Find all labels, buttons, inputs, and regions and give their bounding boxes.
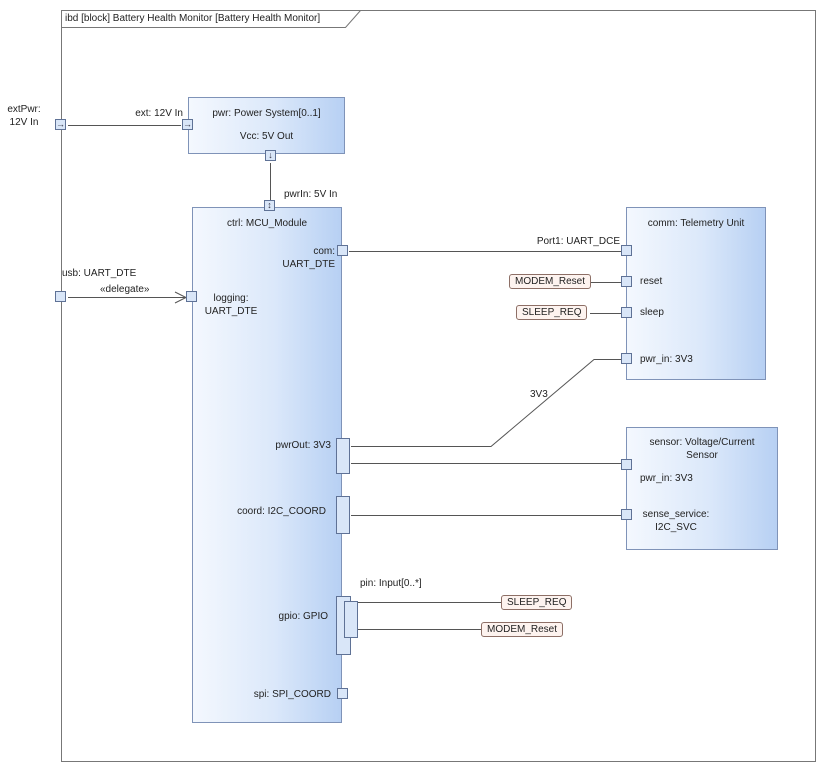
arrow-right-icon: →: [56, 119, 65, 129]
bidirectional-arrow-icon: ↕: [267, 200, 272, 210]
power-system-title: pwr: Power System[0..1]: [212, 108, 321, 119]
telemetry-reset-port[interactable]: [621, 276, 632, 287]
power-system-vcc-label: Vcc: 5V Out: [239, 131, 294, 142]
mcu-pin-label: pin: Input[0..*]: [360, 578, 422, 589]
frame-title-tab: [61, 10, 361, 28]
mcu-pwrin-port[interactable]: [264, 200, 275, 211]
sensor-sense-label-2: I2C_SVC: [655, 522, 697, 533]
modem-reset-signal-gpio[interactable]: MODEM_Reset: [481, 622, 564, 637]
telemetry-port1-label: Port1: UART_DCE: [536, 236, 620, 247]
power-vcc-port[interactable]: [265, 150, 276, 161]
sleep-req-signal-gpio[interactable]: SLEEP_REQ: [501, 595, 573, 610]
mcu-title: ctrl: MCU_Module: [226, 218, 308, 229]
mcu-coord-label: coord: I2C_COORD: [237, 506, 326, 517]
mcu-com-label-2: UART_DTE: [282, 259, 335, 270]
sensor-title-1: sensor: Voltage/Current: [649, 437, 755, 448]
mcu-pwrout-port[interactable]: [336, 438, 350, 474]
mcu-logging-label-1: logging:: [213, 293, 249, 304]
mcu-logging-label-2: UART_DTE: [204, 306, 258, 317]
mcu-com-label-1: com:: [313, 246, 335, 257]
mcu-gpio-label: gpio: GPIO: [278, 611, 328, 622]
modem-reset-signal[interactable]: MODEM_Reset: [509, 274, 592, 289]
mcu-coord-port[interactable]: [336, 496, 350, 534]
mcu-pin-port[interactable]: [344, 601, 358, 638]
mcu-spi-label: spi: SPI_COORD: [253, 689, 331, 700]
sensor-pwrin-port[interactable]: [621, 459, 632, 470]
ext-pwr-port[interactable]: [55, 119, 66, 130]
mcu-spi-port[interactable]: [337, 688, 348, 699]
connector-3v3-telemetry: [351, 359, 621, 447]
sensor-sense-port[interactable]: [621, 509, 632, 520]
mcu-pwrout-label: pwrOut: 3V3: [275, 440, 331, 451]
telemetry-pwrin-label: pwr_in: 3V3: [640, 354, 693, 365]
telemetry-title: comm: Telemetry Unit: [647, 218, 745, 229]
diagram-frame: [61, 10, 816, 762]
sleep-req-signal[interactable]: SLEEP_REQ: [516, 305, 588, 320]
arrow-down-icon: ↓: [268, 150, 273, 160]
telemetry-sleep-port[interactable]: [621, 307, 632, 318]
sensor-block[interactable]: [626, 427, 778, 550]
power-system-block[interactable]: [188, 97, 345, 154]
mcu-module-block[interactable]: [192, 207, 342, 723]
telemetry-unit-block[interactable]: [626, 207, 766, 380]
power-ext-port[interactable]: [182, 119, 193, 130]
telemetry-sleep-label: sleep: [640, 307, 664, 318]
ext-pwr-port-type: 12V In: [9, 117, 39, 128]
telemetry-reset-label: reset: [640, 276, 663, 287]
usb-port-label: usb: UART_DTE: [62, 268, 137, 279]
sensor-sense-label-1: sense_service:: [642, 509, 710, 520]
sensor-title-2: Sensor: [686, 450, 718, 461]
usb-port[interactable]: [55, 291, 66, 302]
delegate-stereotype: «delegate»: [100, 284, 150, 295]
mcu-com-port[interactable]: [337, 245, 348, 256]
telemetry-pwrin-port[interactable]: [621, 353, 632, 364]
ext-pwr-port-name: extPwr:: [7, 104, 41, 115]
connector-3v3-label: 3V3: [530, 389, 548, 400]
mcu-pwrin-label: pwrIn: 5V In: [284, 189, 338, 200]
arrow-right-icon: →: [183, 119, 192, 129]
mcu-logging-port[interactable]: [186, 291, 197, 302]
power-system-ext-label: ext: 12V In: [135, 108, 183, 119]
telemetry-port1[interactable]: [621, 245, 632, 256]
sensor-pwrin-label: pwr_in: 3V3: [640, 473, 693, 484]
frame-title: ibd [block] Battery Health Monitor [Batt…: [65, 13, 321, 24]
